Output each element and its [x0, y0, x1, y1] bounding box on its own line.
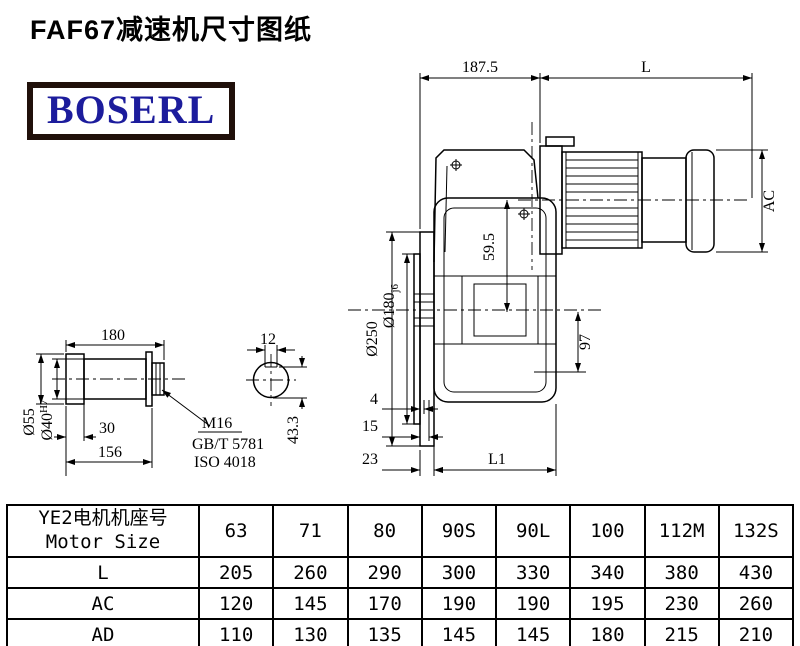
table-cell: 190 [420, 587, 498, 620]
motor-size-cell: 71 [272, 504, 349, 558]
dim-label-d40: Ø40H7 [38, 399, 56, 441]
table-cell: 190 [494, 587, 572, 620]
table-cell: 215 [643, 618, 720, 646]
note-thread: M16 [202, 415, 232, 432]
motor-size-cell: 80 [346, 504, 423, 558]
dim-label-AC: AC [761, 190, 778, 212]
table-cell: 195 [569, 587, 646, 620]
table-cell: 330 [494, 556, 572, 589]
table-cell: 340 [569, 556, 646, 589]
motor-size-cell: 132S [717, 504, 795, 558]
dim-label-97: 97 [577, 334, 594, 350]
bolt-hole-mark [450, 159, 462, 171]
motor-fins [566, 159, 638, 241]
table-cell: 145 [420, 618, 498, 646]
dimensions-main: 187.5 L AC Ø250 Ø180j6 59.5 [362, 59, 778, 476]
note-std-gb: GB/T 5781 [192, 436, 264, 453]
motor-size-header: YE2电机机座号 Motor Size [6, 504, 200, 558]
table-cell: 260 [717, 587, 795, 620]
table-cell: 300 [420, 556, 498, 589]
table-cell: 430 [717, 556, 795, 589]
dim-label-L: L [641, 59, 651, 76]
dim-label-59-5: 59.5 [481, 233, 498, 261]
table-row-L: L 205 260 290 300 330 340 380 430 [6, 556, 795, 589]
dim-label-L1: L1 [488, 451, 506, 468]
motor-size-header-cn: YE2电机机座号 [38, 507, 168, 530]
table-row-AD: AD 110 130 135 145 145 180 215 210 [6, 618, 795, 646]
motor-size-cell: 90L [494, 504, 572, 558]
shaft-section-view: 12 43.3 [246, 331, 307, 444]
dimensions-section: 12 43.3 [247, 331, 307, 444]
table-row-AC: AC 120 145 170 190 190 195 230 260 [6, 587, 795, 620]
dim-label-23: 23 [362, 451, 378, 468]
dim-label-180: 180 [101, 327, 125, 344]
row-label: L [6, 556, 200, 589]
dim-label-187-5: 187.5 [462, 59, 498, 76]
dim-label-4: 4 [370, 391, 378, 408]
motor-size-header-en: Motor Size [45, 531, 161, 553]
motor-size-cell: 90S [420, 504, 498, 558]
table-cell: 230 [643, 587, 720, 620]
table-cell: 145 [272, 587, 349, 620]
table-cell: 145 [494, 618, 572, 646]
dimension-table: YE2电机机座号 Motor Size 63 71 80 90S 90L 100… [6, 504, 795, 646]
dim-label-15: 15 [362, 418, 378, 435]
note-std-iso: ISO 4018 [194, 454, 256, 471]
table-cell: 290 [346, 556, 423, 589]
table-cell: 110 [197, 618, 275, 646]
gearbox-housing [433, 149, 557, 403]
dim-label-30: 30 [99, 420, 115, 437]
table-cell: 180 [569, 618, 646, 646]
technical-drawing: 187.5 L AC Ø250 Ø180j6 59.5 [21, 59, 778, 476]
motor-size-cell: 100 [569, 504, 646, 558]
dimensions-shaft: 180 Ø55 Ø40H7 30 156 [21, 327, 264, 476]
table-cell: 170 [346, 587, 423, 620]
table-cell: 210 [717, 618, 795, 646]
motor-size-cell: 63 [197, 504, 275, 558]
table-cell: 260 [272, 556, 349, 589]
row-label: AC [6, 587, 200, 620]
table-cell: 135 [346, 618, 423, 646]
dim-label-d55: Ø55 [21, 408, 38, 436]
dim-label-156: 156 [98, 444, 122, 461]
motor [539, 136, 715, 255]
main-view: 187.5 L AC Ø250 Ø180j6 59.5 [348, 59, 778, 476]
dim-label-43-3: 43.3 [285, 416, 302, 444]
bolt-hole-mark-2 [518, 208, 530, 220]
dim-label-d180: Ø180j6 [381, 283, 401, 328]
table-cell: 380 [643, 556, 720, 589]
table-cell: 130 [272, 618, 349, 646]
row-label: AD [6, 618, 200, 646]
dim-label-d250: Ø250 [364, 321, 381, 357]
motor-size-cell: 112M [643, 504, 720, 558]
center-lines [348, 122, 750, 311]
boserl-logo: BOSERL [27, 82, 236, 140]
table-cell: 205 [197, 556, 275, 589]
table-row-header: YE2电机机座号 Motor Size 63 71 80 90S 90L 100… [6, 504, 795, 558]
boserl-logo-text: BOSERL [47, 87, 216, 132]
dim-label-12: 12 [260, 331, 276, 348]
shaft-side-view: 180 Ø55 Ø40H7 30 156 [21, 327, 264, 476]
page-title: FAF67减速机尺寸图纸 [30, 15, 313, 45]
table-cell: 120 [197, 587, 275, 620]
